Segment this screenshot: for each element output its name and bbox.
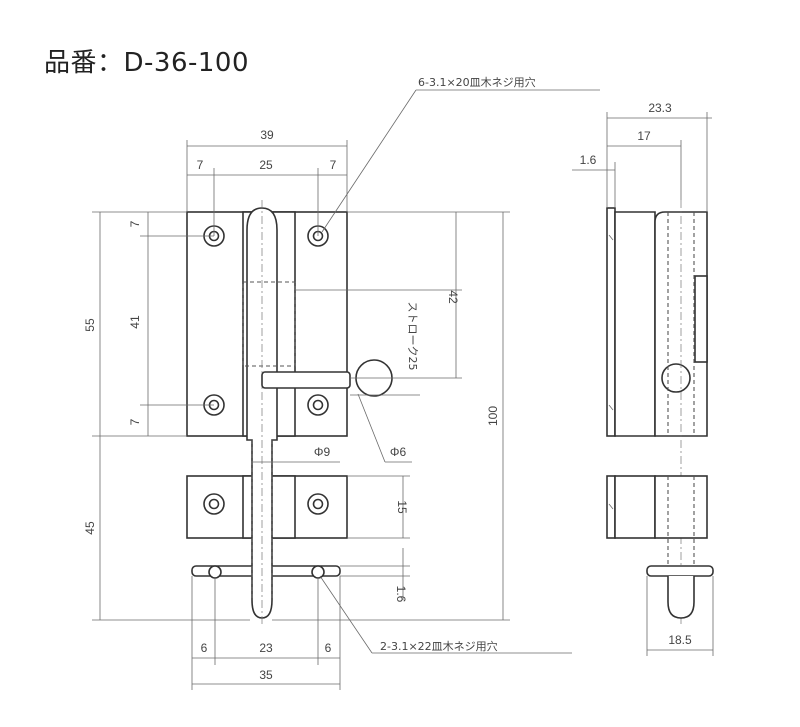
dim-23: 23 [259,641,273,655]
dim-23-3: 23.3 [648,101,672,115]
front-dimensions: 39 7 25 7 55 45 7 41 7 100 42 ストローク25 Φ9 [83,75,600,690]
side-dimensions: 23.3 17 1.6 18.5 [572,101,714,656]
dim-18-5: 18.5 [668,633,692,647]
dim-6-right: 6 [325,641,332,655]
front-view [186,200,393,625]
handle-stem [261,371,351,389]
dim-42: 42 [446,290,460,304]
dim-phi6: Φ6 [390,445,407,459]
dim-41: 41 [128,315,142,329]
dim-7-left: 7 [197,158,204,172]
dim-7-top: 7 [128,220,142,227]
side-body [614,211,656,437]
dim-side-1-6: 1.6 [580,153,597,167]
top-screw-note: 6-3.1×20皿木ネジ用穴 [418,75,536,89]
bottom-screw-note: 2-3.1×22皿木ネジ用穴 [380,639,498,653]
dim-55: 55 [83,318,97,332]
stroke-label: ストローク25 [406,302,419,371]
dim-25: 25 [259,158,273,172]
dim-6-left: 6 [201,641,208,655]
dim-phi9: Φ9 [314,445,331,459]
screw-hole-icon [311,565,325,579]
stroke-slot [242,281,296,367]
dim-width-39: 39 [260,128,274,142]
side-knob [661,363,691,393]
side-flange [646,565,714,577]
dim-7-bottom: 7 [128,418,142,425]
screw-hole-icon [208,565,222,579]
side-view [606,200,714,625]
dim-15: 15 [395,500,409,514]
side-handle-slot [694,275,708,363]
dim-7-right: 7 [330,158,337,172]
side-bolt-tip [667,576,695,619]
side-keeper [614,475,656,539]
side-plate [606,207,616,437]
dim-1-6: 1.6 [394,586,408,603]
dim-100: 100 [486,406,500,426]
product-number-title: 品番：D-36-100 [44,48,249,78]
dim-45: 45 [83,521,97,535]
dim-17: 17 [637,129,651,143]
dim-35: 35 [259,668,273,682]
